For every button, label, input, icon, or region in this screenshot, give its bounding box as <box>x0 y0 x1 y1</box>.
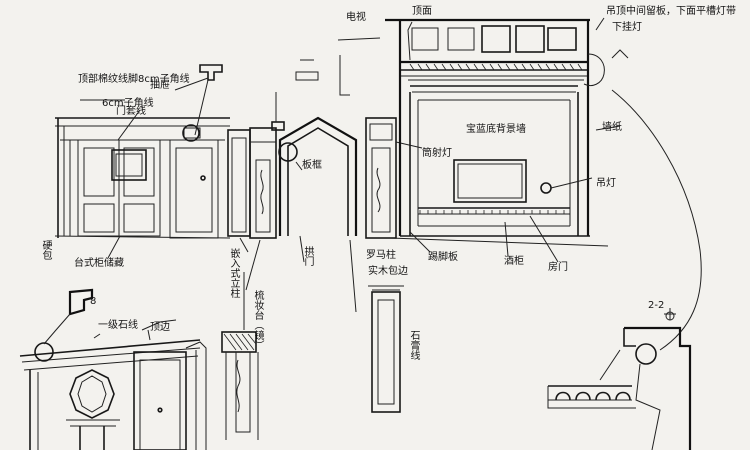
right-top-note-2: 下挂灯 <box>612 22 642 33</box>
niche-note-2: 梳妆台（镜） <box>252 290 263 350</box>
drawer-note: 抽屉 <box>150 80 170 91</box>
crown-note-2: 6cm子角线 <box>102 98 154 109</box>
pillar-note: 罗马柱 <box>366 250 396 261</box>
side-note: 硬包 <box>40 240 51 260</box>
detail-note: 一级石线 <box>98 320 138 331</box>
detail-note-2: 顶边 <box>150 322 170 333</box>
detail-tall-panel <box>368 285 404 413</box>
top-note: 电视 <box>346 12 366 23</box>
arch-note: 拱门 <box>302 246 313 266</box>
tv-wall-note: 台式柜储藏 <box>74 258 124 269</box>
section-note: 2-2 <box>648 300 665 311</box>
tv-wall-elevation <box>385 17 702 351</box>
arch-opening <box>278 37 381 236</box>
panel-note: 板框 <box>302 160 322 171</box>
detail-section-profile <box>547 308 692 450</box>
door-note: 房门 <box>548 262 568 273</box>
niche-note: 嵌入式立柱 <box>228 248 239 298</box>
cabinet-note: 酒柜 <box>504 256 524 267</box>
crown-note: 顶部棉纹线脚8cm子角线 <box>78 74 190 85</box>
baseboard-note-2: 实木包边 <box>368 266 408 277</box>
top-note-2: 顶面 <box>412 6 432 17</box>
detail-label: 8 <box>90 296 97 307</box>
pilaster-label: 门套线 <box>116 106 146 117</box>
left-wall-elevation <box>54 64 231 239</box>
detail-elevation-left <box>19 288 207 450</box>
sconce-note: 筒射灯 <box>422 148 452 159</box>
pilaster-right <box>365 117 423 239</box>
detail-column <box>221 272 259 440</box>
leader-lines <box>107 215 559 313</box>
pilaster-left <box>227 59 319 239</box>
right-top-note: 吊顶中间留板，下面平槽灯带 <box>606 6 736 17</box>
wall-note: 墙纸 <box>602 122 622 133</box>
center-note: 宝蓝底背景墙 <box>466 124 526 135</box>
baseboard-note: 踢脚板 <box>428 252 458 263</box>
lamp-note: 吊灯 <box>596 178 616 189</box>
column-note: 石膏线 <box>408 330 419 360</box>
